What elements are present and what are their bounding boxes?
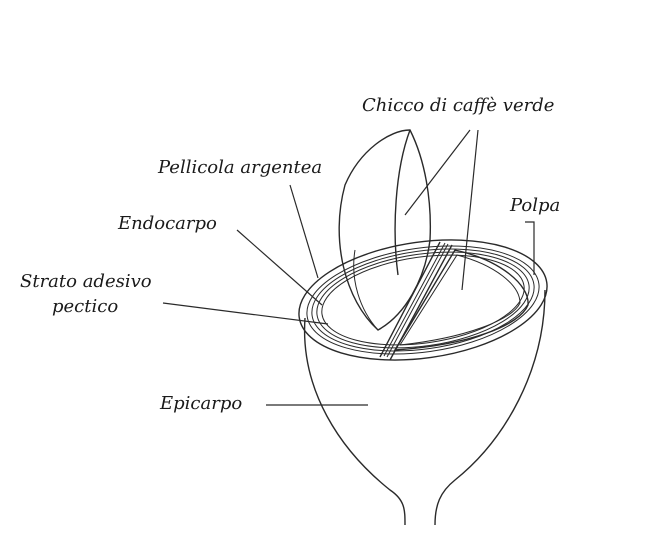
right-bean-face [393,249,529,351]
pulp-layer [306,245,540,355]
label-epicarpo: Epicarpo [160,393,243,414]
epicarp-body [303,289,546,526]
left-bean [338,129,432,331]
leader-polpa [525,221,535,275]
outer-rim [298,239,548,361]
label-strato-line2: pectico [52,296,119,317]
label-polpa: Polpa [510,195,561,216]
leader-strato [162,302,329,325]
label-endocarpo: Endocarpo [118,213,217,234]
leader-chicco-1 [404,129,471,216]
label-pellicola: Pellicola argentea [158,157,323,178]
endocarp-layer [316,251,530,349]
leader-endocarpo [236,229,323,306]
leader-pellicola [289,184,319,279]
label-strato-line1: Strato adesivo [20,271,152,292]
label-chicco: Chicco di caffè verde [362,95,555,116]
silverskin-layer [321,254,525,346]
pectic-layer [311,248,535,352]
leader-chicco-2 [461,129,479,291]
center-split [379,241,441,358]
